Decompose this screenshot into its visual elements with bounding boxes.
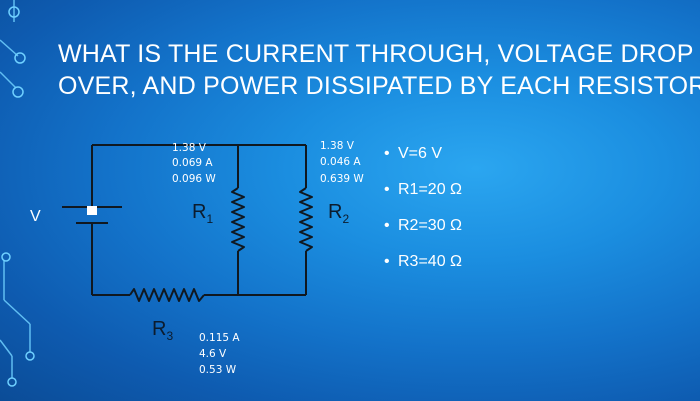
deco-circle [7,377,17,387]
resistor-r2-symbol [299,187,313,252]
list-item: •R1=20 Ω [384,176,462,212]
deco-circle [1,252,11,262]
bullet-icon: • [384,253,390,270]
r2-power: 0.639 W [320,173,364,185]
slide-title: WHAT IS THE CURRENT THROUGH, VOLTAGE DRO… [58,38,700,102]
battery-symbol [62,206,122,224]
decorative-circuit-lines [0,0,35,387]
r2-voltage: 1.38 V [320,140,354,152]
r3-voltage: 4.6 V [199,348,227,360]
list-item: •R2=30 Ω [384,212,462,248]
source-label: V [30,208,41,225]
r1-voltage: 1.38 V [172,142,206,154]
deco-circle [25,351,35,361]
list-item: •R3=40 Ω [384,248,462,284]
r2-current: 0.046 A [320,156,361,168]
deco-circle [12,86,24,98]
r3-power: 0.53 W [199,364,237,376]
deco-circle [8,6,20,18]
resistor-r3-symbol [129,288,205,302]
bullet-icon: • [384,145,390,162]
givens-list: •V=6 V •R1=20 Ω •R2=30 Ω •R3=40 Ω [384,140,462,284]
r3-label: R3 [152,318,174,343]
deco-circle [14,52,26,64]
r2-label: R2 [328,201,350,226]
r3-current: 0.115 A [199,332,240,344]
r1-current: 0.069 A [172,157,213,169]
resistor-r1-symbol [231,187,245,252]
r1-label: R1 [192,201,214,226]
title-line: OVER, AND POWER DISSIPATED BY EACH RESIS… [58,72,700,100]
list-item: •V=6 V [384,140,462,176]
r1-power: 0.096 W [172,173,216,185]
title-line: WHAT IS THE CURRENT THROUGH, VOLTAGE DRO… [58,40,694,68]
bullet-icon: • [384,181,390,198]
bullet-icon: • [384,217,390,234]
